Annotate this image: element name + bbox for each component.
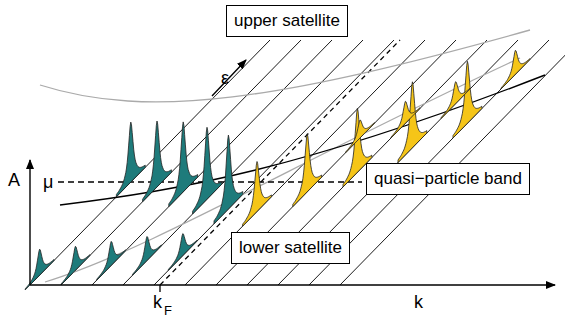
- kf-tick: [159, 285, 160, 292]
- energy-axis: [212, 60, 246, 96]
- axis-label: μ: [43, 172, 53, 192]
- spectral-peak: [501, 50, 530, 89]
- spectral-peak: [116, 122, 145, 197]
- label-box: quasi−particle band: [366, 163, 530, 195]
- label-box: upper satellite: [226, 5, 348, 37]
- spectral-peak: [214, 135, 243, 224]
- spectral-peak: [168, 234, 197, 271]
- grid-line: [154, 40, 394, 285]
- spectral-peak: [293, 134, 322, 207]
- spectral-peak: [441, 82, 470, 119]
- spectral-peak: [169, 122, 198, 207]
- fermi-line: [160, 40, 400, 285]
- spectral-peak: [193, 127, 222, 214]
- box-label: upper satellite: [234, 11, 340, 31]
- spectral-peak: [143, 121, 172, 202]
- axis-label: F: [164, 301, 172, 321]
- axis-label: A: [8, 170, 20, 190]
- grid-line: [340, 40, 565, 285]
- a-axis: [29, 160, 30, 285]
- spectral-peak: [61, 246, 90, 285]
- axis-label: k: [414, 292, 423, 312]
- spectral-peak: [243, 162, 272, 227]
- axis-label: ε: [221, 68, 229, 88]
- grid-line: [123, 40, 363, 285]
- label-box: lower satellite: [231, 232, 350, 264]
- spectral-peak: [133, 237, 162, 276]
- axis-label: k: [153, 292, 162, 312]
- box-label: lower satellite: [239, 238, 342, 258]
- spectral-peak: [97, 241, 126, 280]
- spectral-peak: [391, 101, 420, 138]
- box-label: quasi−particle band: [374, 169, 522, 189]
- k-axis: [30, 284, 555, 285]
- spectral-peak: [346, 120, 375, 153]
